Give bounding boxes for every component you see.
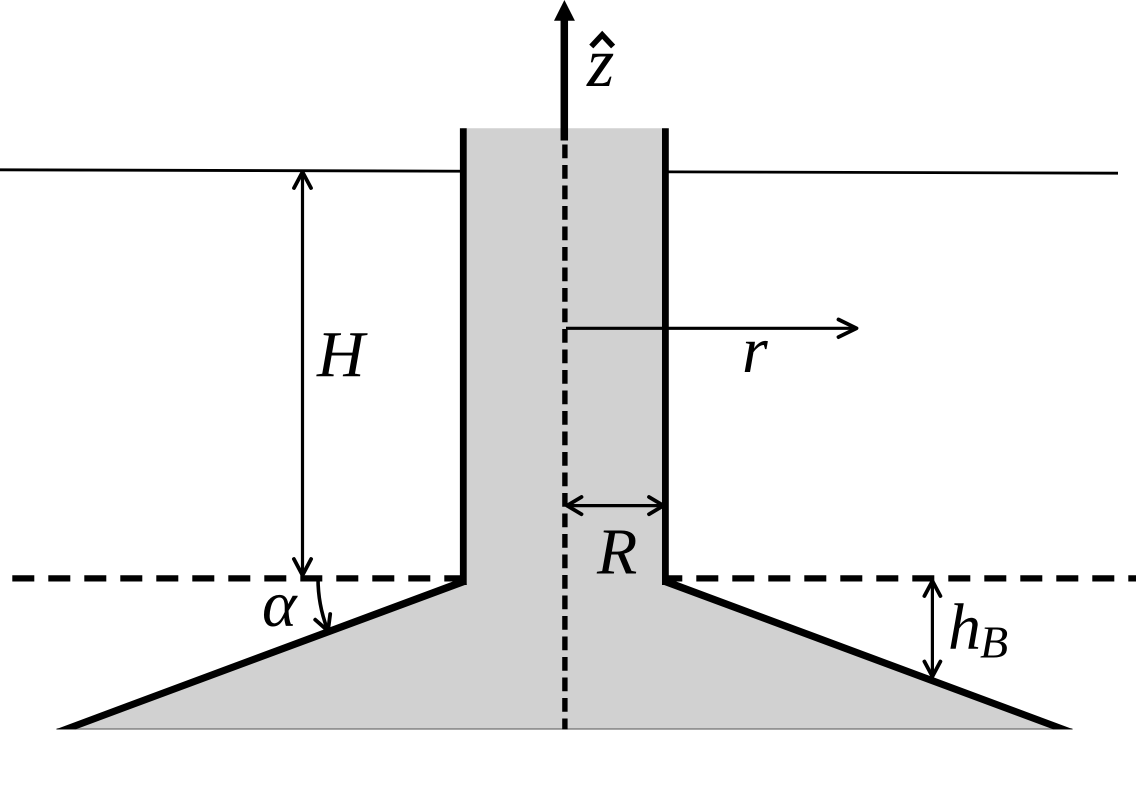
svg-text:α: α <box>262 568 298 641</box>
svg-text:R: R <box>596 516 637 589</box>
svg-text:B: B <box>980 617 1008 668</box>
svg-text:h: h <box>948 591 981 664</box>
svg-text:H: H <box>316 318 368 391</box>
svg-text:r: r <box>742 314 768 387</box>
